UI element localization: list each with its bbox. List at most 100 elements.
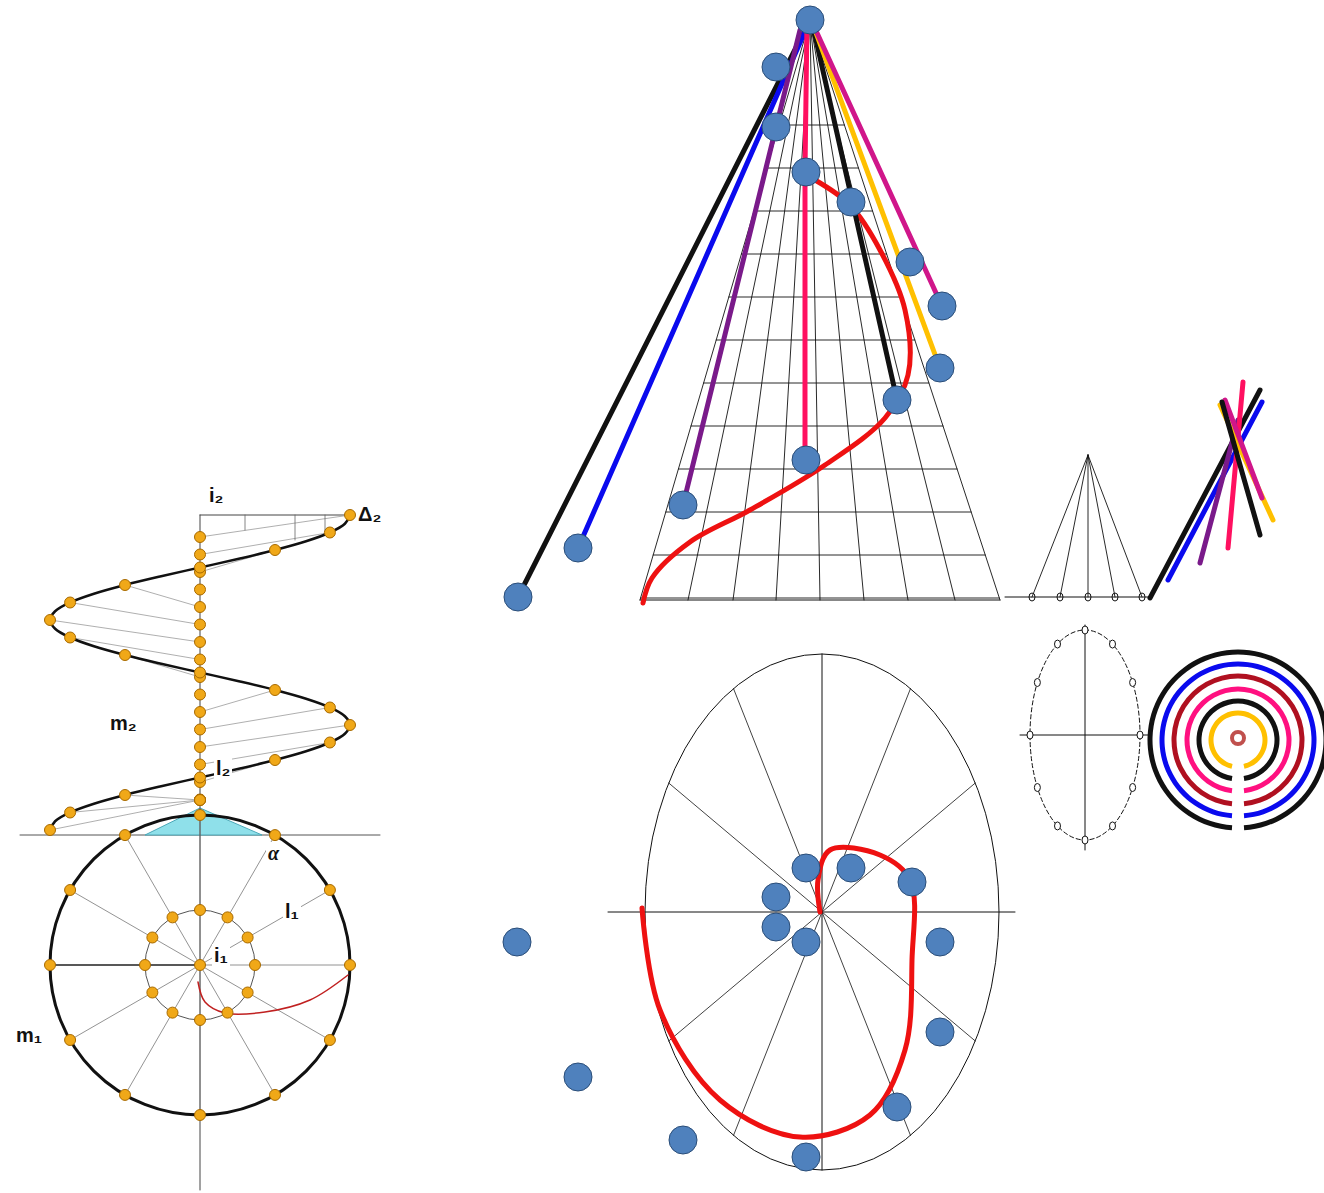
- circle-point: [65, 885, 76, 896]
- generator-line: [125, 585, 200, 607]
- base-line: [1005, 597, 1150, 598]
- ellipse-spoke: [669, 912, 822, 1041]
- small-mark: [1139, 593, 1145, 601]
- circle-point: [324, 1035, 335, 1046]
- colored-generator: [812, 22, 940, 368]
- small-mark: [1082, 626, 1088, 634]
- spoke-line: [200, 965, 330, 1040]
- marker-point: [792, 928, 820, 956]
- helix-point: [120, 580, 131, 591]
- ellipse-spoke: [734, 689, 823, 912]
- helix-point: [324, 702, 335, 713]
- helix-point: [270, 545, 281, 556]
- small-mark: [1137, 731, 1143, 739]
- circle-point: [147, 987, 158, 998]
- colored-generator: [805, 22, 807, 460]
- marker-point: [926, 928, 954, 956]
- circle-point: [45, 960, 56, 971]
- small-mark: [1112, 593, 1118, 601]
- cone-helix: [643, 180, 910, 603]
- small-mark: [1027, 731, 1033, 739]
- circle-point: [242, 987, 253, 998]
- colored-ring: [1160, 661, 1317, 818]
- marker-point: [762, 113, 790, 141]
- line-label: l₁: [283, 900, 301, 922]
- marker-point: [792, 446, 820, 474]
- marker-point: [792, 158, 820, 186]
- marker-point: [564, 1063, 592, 1091]
- small-mark: [1110, 822, 1116, 830]
- marker-point: [792, 854, 820, 882]
- small-mark: [1034, 784, 1040, 792]
- small-mark: [1130, 784, 1136, 792]
- axis-line: [200, 515, 201, 1190]
- axis-point: [195, 795, 206, 806]
- axis-point: [195, 795, 206, 806]
- tick: [245, 515, 246, 530]
- axis-point: [195, 654, 206, 665]
- marker-point: [883, 386, 911, 414]
- generator-line: [50, 800, 200, 830]
- helix-point: [120, 790, 131, 801]
- axis-point: [195, 584, 206, 595]
- colored-ring: [1197, 699, 1280, 782]
- circle-point: [345, 960, 356, 971]
- generator-line: [70, 603, 200, 625]
- ellipse-spoke: [822, 689, 911, 912]
- circle-point: [270, 1089, 281, 1100]
- colored-ring: [1185, 686, 1292, 793]
- helix-point: [65, 597, 76, 608]
- generator-line: [200, 515, 350, 537]
- axis-point: [195, 794, 206, 805]
- helix-point: [65, 807, 76, 818]
- colored-generator: [578, 20, 810, 548]
- axis-point: [195, 637, 206, 648]
- marker-point: [792, 1143, 820, 1171]
- circle-point: [195, 905, 206, 916]
- helix-point: [195, 772, 206, 783]
- circle-point: [120, 830, 131, 841]
- circle-point: [167, 912, 178, 923]
- helix-point: [324, 527, 335, 538]
- small-mark: [1055, 822, 1061, 830]
- small-generator: [1088, 455, 1089, 597]
- spoke-line: [125, 965, 200, 1095]
- marker-point: [762, 913, 790, 941]
- spoke-line: [200, 815, 201, 965]
- generator-line: [200, 708, 330, 730]
- small-mark: [1034, 679, 1040, 687]
- small-mark: [1082, 836, 1088, 844]
- marker-point: [504, 583, 532, 611]
- colored-generator: [812, 22, 942, 306]
- small-mark: [1085, 593, 1091, 601]
- cone-parallel: [653, 555, 985, 556]
- ellipse-spoke: [734, 912, 823, 1135]
- axis-point: [195, 549, 206, 560]
- line-label: i₁: [212, 944, 230, 966]
- axis-point: [195, 742, 206, 753]
- line-label: l₂: [214, 757, 232, 779]
- generator-line: [125, 795, 200, 800]
- generator-line: [200, 725, 350, 747]
- circle-point: [250, 960, 261, 971]
- helix-point: [195, 667, 206, 678]
- circle-point: [147, 932, 158, 943]
- marker-point: [883, 1093, 911, 1121]
- marker-point: [926, 1018, 954, 1046]
- tick: [295, 515, 296, 540]
- marker-point: [503, 928, 531, 956]
- helix-point: [45, 615, 56, 626]
- spoke-line: [50, 965, 200, 966]
- small-generator: [1088, 455, 1115, 597]
- circle-point: [140, 960, 151, 971]
- cone-parallel: [691, 426, 943, 427]
- line-label: Δ₂: [356, 503, 383, 525]
- marker-point: [837, 188, 865, 216]
- tick: [325, 515, 326, 530]
- axis-point: [195, 532, 206, 543]
- spoke-line: [125, 835, 200, 965]
- ellipse-spoke: [822, 912, 911, 1135]
- circle-point: [195, 1015, 206, 1026]
- axis-point: [195, 707, 206, 718]
- ellipse-curve: [642, 847, 915, 1137]
